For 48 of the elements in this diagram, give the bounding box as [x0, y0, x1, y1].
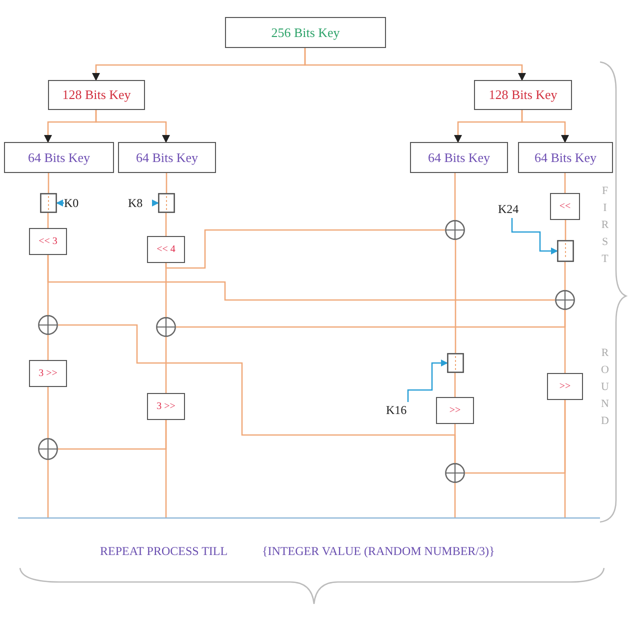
signal-line	[465, 400, 566, 474]
arrow	[152, 200, 159, 206]
shift-box: <<	[550, 193, 580, 220]
arrow	[407, 360, 448, 402]
arrow	[511, 218, 558, 254]
shift-box: << 3	[29, 228, 67, 255]
subkey-label: K8	[128, 195, 152, 212]
shift-box: 3 >>	[147, 393, 185, 420]
key-box: 128 Bits Key	[474, 80, 572, 110]
signal-line	[58, 420, 167, 450]
shift-box: >>	[547, 373, 583, 400]
loop-condition-text: {INTEGER VALUE (RANDOM NUMBER/3)}	[262, 544, 495, 559]
signal-line	[165, 229, 445, 269]
arrow	[56, 200, 64, 206]
shift-box: 3 >>	[29, 360, 67, 387]
loop-condition-text: REPEAT PROCESS TILL	[100, 544, 228, 559]
vertical-label: FIRST	[601, 184, 609, 268]
vertical-label: ROUND	[601, 346, 609, 430]
signal-line	[176, 310, 566, 328]
key-box: 128 Bits Key	[48, 80, 145, 110]
key-box: 64 Bits Key	[410, 142, 508, 173]
key-box: 64 Bits Key	[4, 142, 114, 173]
signal-line	[47, 255, 555, 301]
arrow	[521, 110, 569, 143]
signal-line	[58, 324, 456, 463]
signal-line	[564, 220, 566, 240]
signal-line	[564, 173, 566, 193]
arrow	[95, 110, 170, 143]
shift-box: << 4	[147, 236, 185, 263]
key-box: 64 Bits Key	[118, 142, 216, 173]
signal-line	[454, 173, 456, 220]
signal-line	[454, 240, 456, 353]
signal-line	[48, 173, 50, 193]
signal-line	[47, 387, 49, 438]
subkey-label: K24	[498, 201, 528, 218]
arrow	[304, 48, 526, 81]
signal-line	[165, 337, 167, 393]
signal-line	[166, 173, 168, 193]
signal-line	[47, 335, 49, 360]
signal-line	[47, 213, 49, 228]
key-box: 64 Bits Key	[518, 142, 613, 173]
shift-box: >>	[436, 397, 474, 424]
signal-line	[165, 213, 167, 236]
subkey-label: K16	[386, 402, 416, 419]
key-box: 256 Bits Key	[225, 17, 386, 48]
signal-line	[454, 373, 456, 397]
signal-line	[564, 262, 566, 290]
subkey-label: K0	[64, 195, 88, 212]
